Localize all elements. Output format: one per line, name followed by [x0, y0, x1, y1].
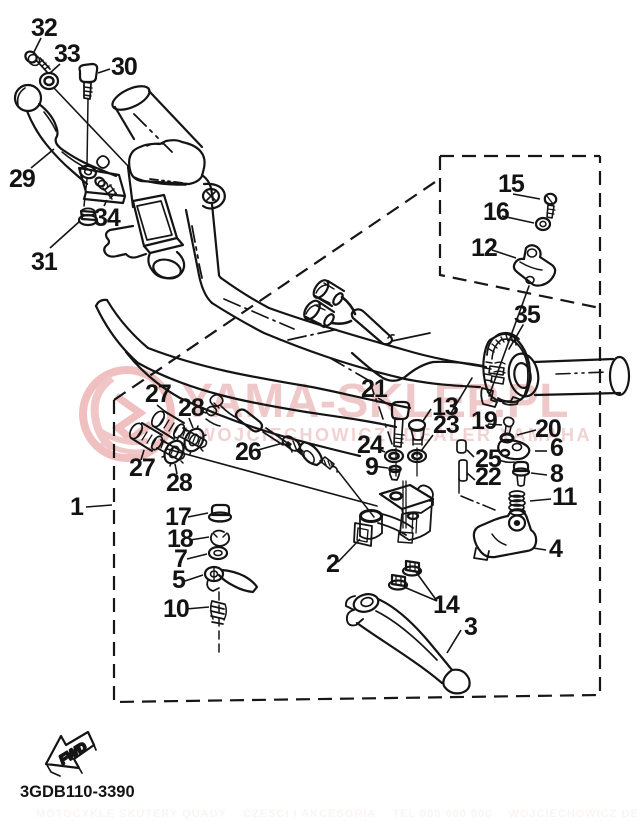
svg-text:11: 11	[552, 483, 578, 511]
svg-text:10: 10	[163, 595, 189, 623]
svg-text:4: 4	[549, 535, 563, 563]
svg-text:5: 5	[172, 566, 186, 594]
svg-text:17: 17	[165, 503, 191, 531]
svg-text:3: 3	[464, 613, 477, 641]
svg-text:2: 2	[326, 550, 339, 578]
svg-text:23: 23	[433, 411, 459, 439]
svg-text:34: 34	[94, 204, 121, 232]
svg-text:6: 6	[550, 434, 563, 462]
svg-text:18: 18	[167, 525, 194, 553]
svg-text:33: 33	[54, 40, 80, 68]
svg-text:27: 27	[145, 380, 171, 408]
svg-text:16: 16	[483, 198, 509, 226]
svg-text:MOTOCYKLE SKUTERY QUADY CZE: MOTOCYKLE SKUTERY QUADY CZESCI I AKCESOR…	[36, 808, 638, 820]
svg-text:3GDB110-3390: 3GDB110-3390	[20, 783, 135, 801]
svg-text:21: 21	[361, 375, 388, 403]
svg-text:35: 35	[514, 301, 541, 329]
svg-text:19: 19	[471, 407, 497, 435]
svg-text:1: 1	[70, 493, 84, 521]
svg-text:31: 31	[31, 248, 58, 276]
svg-text:14: 14	[433, 591, 460, 619]
svg-text:28: 28	[166, 469, 193, 497]
svg-text:24: 24	[357, 431, 384, 459]
svg-text:27: 27	[129, 454, 155, 482]
svg-text:30: 30	[111, 53, 137, 81]
svg-text:9: 9	[365, 453, 378, 481]
svg-text:22: 22	[475, 463, 501, 491]
svg-text:15: 15	[498, 170, 525, 198]
svg-text:32: 32	[31, 14, 57, 42]
svg-text:26: 26	[235, 438, 261, 466]
svg-text:29: 29	[9, 165, 35, 193]
svg-text:12: 12	[471, 234, 497, 262]
svg-text:28: 28	[178, 394, 205, 422]
svg-text:20: 20	[535, 415, 561, 443]
svg-text:7: 7	[174, 545, 187, 573]
svg-text:25: 25	[475, 445, 502, 473]
svg-text:13: 13	[432, 393, 458, 421]
svg-text:8: 8	[550, 460, 564, 488]
